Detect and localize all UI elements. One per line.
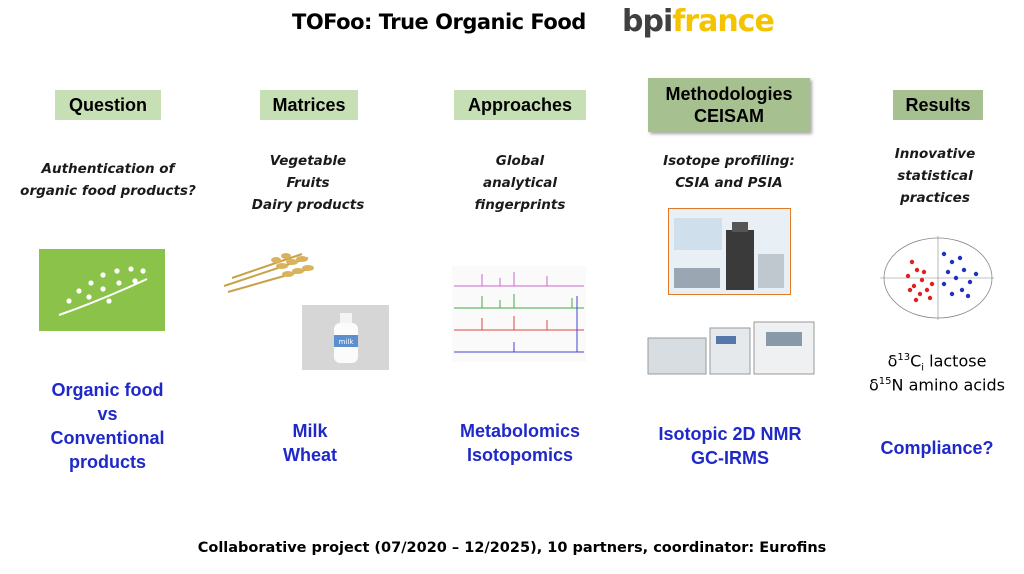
results-header: Results: [893, 90, 983, 120]
spectra-icon: [452, 266, 586, 362]
bpifrance-logo: bpifrance: [622, 4, 775, 39]
matrices-result: Milk Wheat: [283, 421, 337, 465]
matrices-header: Matrices: [260, 90, 358, 120]
svg-text:milk: milk: [339, 338, 355, 346]
question-header: Question: [55, 90, 161, 120]
methodologies-description: Isotope profiling: CSIA and PSIA: [663, 153, 795, 191]
wheat-icon: [223, 253, 314, 293]
approaches-header: Approaches: [454, 90, 586, 120]
nmr-lab-photo-icon: [668, 208, 791, 295]
pca-scatter-plot-icon: [872, 232, 996, 330]
matrices-description: Vegetable Fruits Dairy products: [251, 153, 365, 213]
approaches-description: Global analytical fingerprints: [474, 153, 566, 213]
gc-irms-instrument-icon: [646, 318, 818, 378]
methodologies-result: Isotopic 2D NMR GC-IRMS: [658, 424, 802, 468]
eu-organic-logo-icon: [39, 249, 165, 331]
milk-bottle-icon: milk: [302, 305, 389, 370]
methodologies-header: Methodologies CEISAM: [648, 78, 810, 132]
results-description: Innovative statistical practices: [894, 146, 976, 206]
approaches-result: Metabolomics Isotopomics: [459, 421, 581, 465]
delta15n-amino-acids: δ15N amino acids: [869, 375, 1005, 395]
footer-note: Collaborative project (07/2020 – 12/2025…: [197, 540, 827, 556]
page-title: TOFoo: True Organic Food: [292, 10, 586, 34]
delta13c-lactose: δ13Ci lactose: [887, 351, 987, 374]
question-result: Organic food vs Conventional products: [50, 380, 165, 472]
results-compliance: Compliance?: [880, 438, 994, 458]
question-description: Authentication of organic food products?: [20, 161, 196, 199]
